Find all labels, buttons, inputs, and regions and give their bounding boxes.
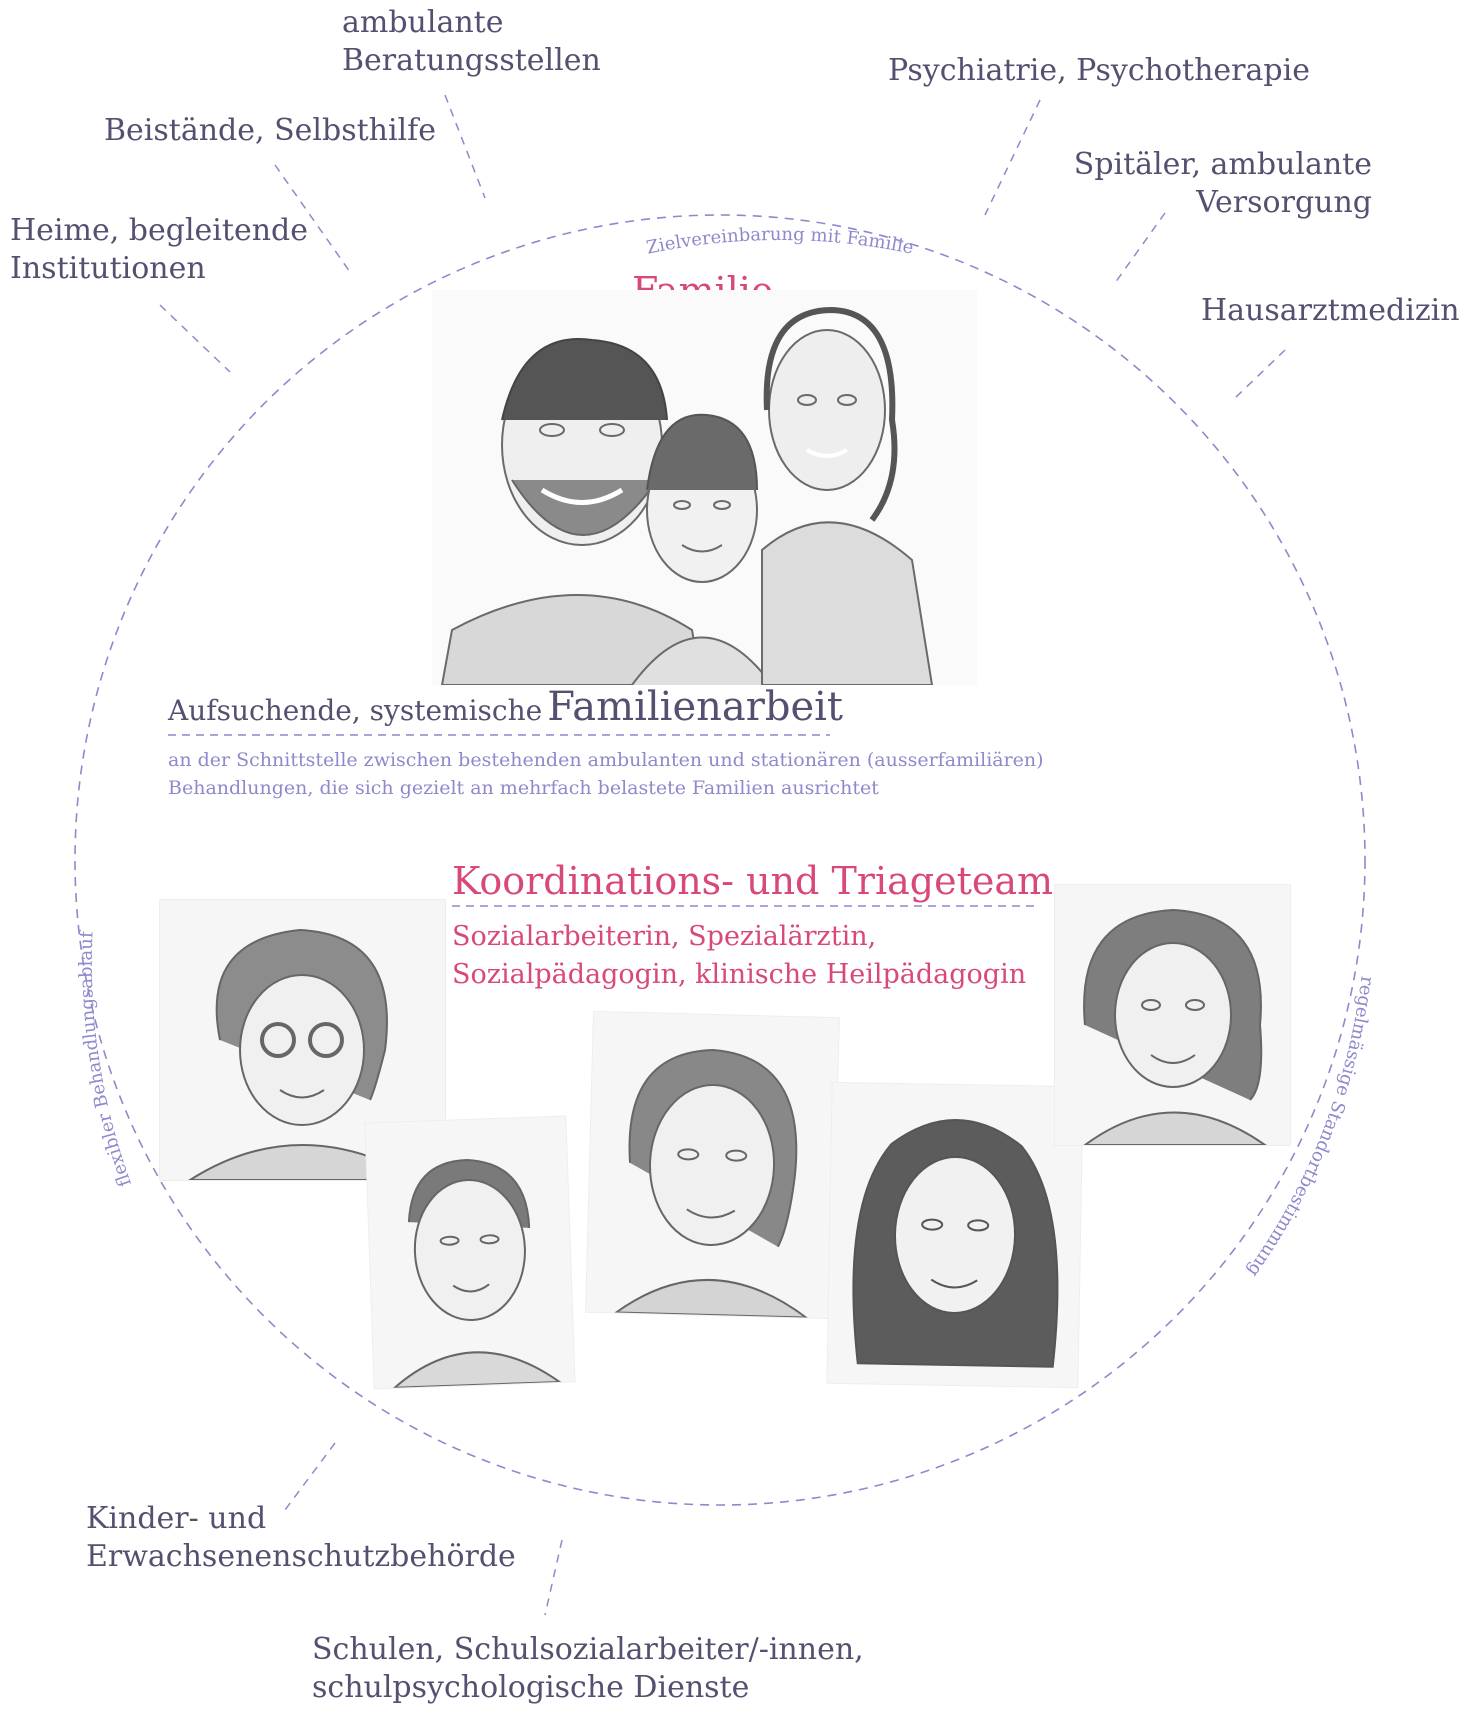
team-members-line2: Sozialpädagogin, klinische Heilpädagogin [452,959,1027,990]
team-title: Koordinations- und Triageteam [452,859,1054,903]
portrait-team-member-1 [160,900,445,1180]
partner-spitaeler: Spitäler, ambulante Versorgung [1074,146,1372,222]
portrait-team-member-2 [365,1116,575,1389]
connector-schulen [544,1539,563,1616]
family-portrait-drawing [440,306,934,685]
connector-hausarzt [1234,349,1286,399]
portrait-team-member-4 [827,1082,1083,1388]
circle-label-top: Zielvereinbarung mit Familie [645,224,916,259]
partner-ambulante-line2: Beratungsstellen [342,43,601,78]
team-members: Sozialarbeiterin, Spezialärztin, Sozialp… [452,918,1026,994]
partner-schulen-line1: Schulen, Schulsozialarbeiter/-innen, [312,1632,864,1667]
familienarbeit-heading: Aufsuchende, systemische Familienarbeit [168,684,843,730]
partner-ambulante-beratungsstellen: ambulante Beratungsstellen [342,4,601,80]
partner-beistaende: Beistände, Selbsthilfe [104,113,437,148]
partner-heime: Heime, begleitende Institutionen [10,212,308,288]
partner-kesb-line1: Kinder- und [86,1501,267,1536]
circle-label-left: flexibler Behandlungsablauf [76,930,136,1190]
family-portrait [432,290,977,685]
partner-spitaeler-line1: Spitäler, ambulante [1073,147,1372,182]
connector-ambulante [444,94,486,199]
portrait-drawing-3 [613,1048,810,1319]
familienarbeit-prefix: Aufsuchende, systemische [168,694,543,727]
familienarbeit-title: Familienarbeit [547,684,844,730]
portrait-team-member-3 [586,1011,839,1319]
partner-hausarzt: Hausarztmedizin [1201,293,1460,328]
familienarbeit-desc-line1: an der Schnittstelle zwischen bestehende… [168,749,1044,771]
portrait-drawing-5 [1083,908,1267,1145]
partner-kesb-line2: Erwachsenenschutzbehörde [86,1539,516,1574]
partner-schulen: Schulen, Schulsozialarbeiter/-innen, sch… [312,1631,864,1707]
partner-heime-line2: Institutionen [10,251,206,286]
connector-heime [159,304,231,373]
connector-psychiatrie [984,99,1041,216]
portrait-drawing-2 [391,1159,563,1389]
portrait-drawing-4 [852,1119,1059,1368]
familienarbeit-desc-line2: Behandlungen, die sich gezielt an mehrfa… [168,777,879,799]
portrait-team-member-5 [1055,885,1290,1145]
partner-ambulante-line1: ambulante [342,5,504,40]
team-members-line1: Sozialarbeiterin, Spezialärztin, [452,921,877,952]
connector-spitaeler [1114,212,1166,284]
connector-lines [159,94,1286,1616]
partner-schulen-line2: schulpsychologische Dienste [312,1670,750,1705]
treatment-circle [74,214,1366,1506]
portrait-drawing-1 [188,928,422,1180]
partner-spitaeler-line2: Versorgung [1196,185,1372,220]
partner-heime-line1: Heime, begleitende [10,213,308,248]
partner-kesb: Kinder- und Erwachsenenschutzbehörde [86,1500,516,1576]
connector-beistaende [274,164,351,273]
familienarbeit-description: an der Schnittstelle zwischen bestehende… [168,746,1044,802]
partner-psychiatrie: Psychiatrie, Psychotherapie [888,53,1310,88]
